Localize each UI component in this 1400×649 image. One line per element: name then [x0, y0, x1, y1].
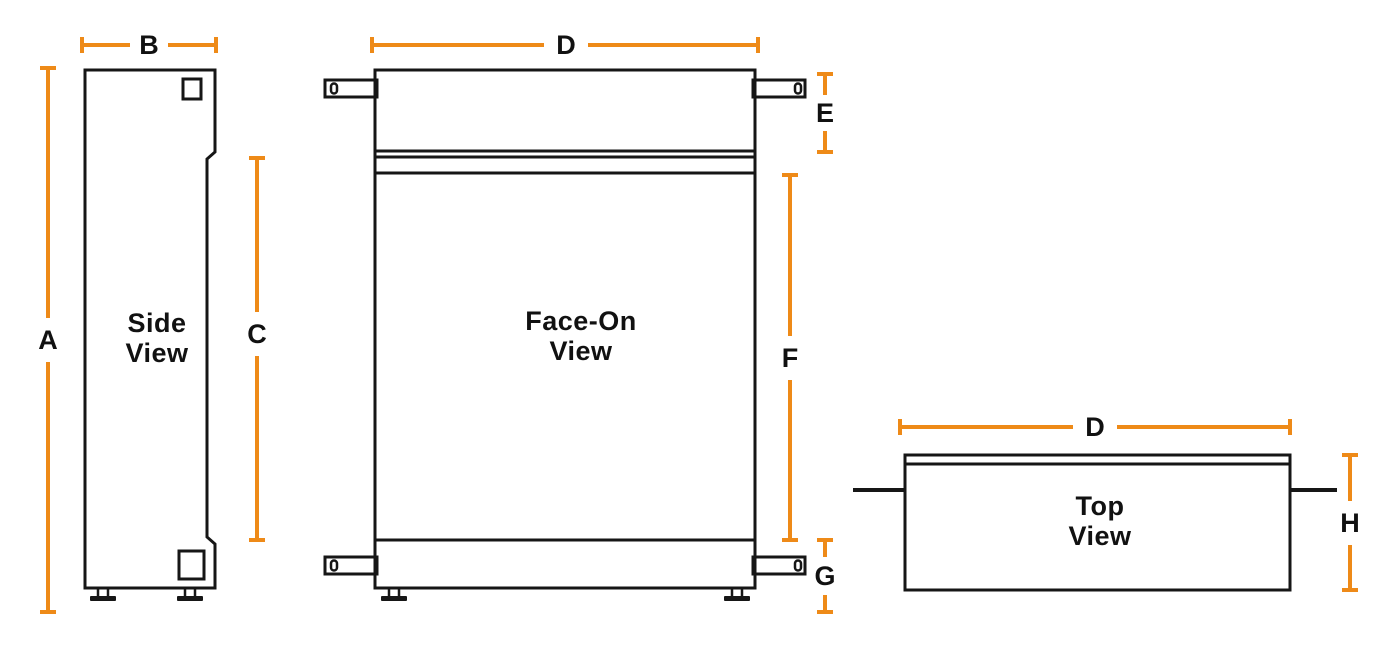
- foot-stem: [387, 588, 401, 596]
- mounting-bracket-top-left: [323, 78, 379, 99]
- foot-stem: [730, 588, 744, 596]
- dimension-e: E: [816, 72, 834, 154]
- dimension-h-label: H: [1340, 508, 1360, 538]
- leveling-foot: [177, 588, 203, 601]
- mounting-bracket-bottom-left: [323, 555, 379, 576]
- leveling-foot: [724, 588, 750, 601]
- dimension-c: C: [247, 156, 267, 542]
- foot-stem: [96, 588, 110, 596]
- dimension-f: F: [782, 173, 799, 542]
- dimension-e-label: E: [816, 98, 834, 128]
- dimension-g: G: [814, 538, 836, 614]
- bracket-outline: [323, 555, 379, 576]
- top-view-title-line1: Top: [1076, 491, 1125, 521]
- face-on-upper-panel-lines: [375, 149, 755, 175]
- dimension-b-line: [80, 37, 218, 53]
- foot-pad: [90, 596, 116, 601]
- dimension-a-label: A: [38, 325, 58, 355]
- dimension-a: A: [38, 66, 58, 614]
- dimension-d-face-label: D: [556, 30, 576, 60]
- foot-pad: [177, 596, 203, 601]
- side-view-title-line2: View: [125, 338, 189, 368]
- bracket-slot: [329, 82, 339, 95]
- bracket-slot: [793, 82, 803, 95]
- face-on-view-title-line2: View: [549, 336, 613, 366]
- dimension-b-label: B: [139, 30, 159, 60]
- side-view-body-outline: [83, 68, 217, 590]
- dimension-d-face-line: [370, 37, 760, 53]
- dimension-d-top: D: [898, 412, 1292, 442]
- bracket-outline: [751, 78, 807, 99]
- top-view-body-outline: [903, 453, 1292, 592]
- foot-pad: [724, 596, 750, 601]
- mounting-bracket-top-right: [751, 78, 807, 99]
- dimension-g-line: [817, 538, 833, 614]
- side-view-bottom-latch: [177, 549, 206, 581]
- dimension-c-label: C: [247, 319, 267, 349]
- dimension-d-face: D: [370, 30, 760, 60]
- dimension-f-label: F: [782, 343, 799, 373]
- dimension-h: H: [1340, 453, 1360, 592]
- foot-stem: [183, 588, 197, 596]
- bracket-outline: [323, 78, 379, 99]
- side-view: Side View: [83, 68, 217, 601]
- bracket-outline: [751, 555, 807, 576]
- side-view-title-line1: Side: [127, 308, 186, 338]
- top-view-title-line2: View: [1068, 521, 1132, 551]
- bracket-slot: [793, 559, 803, 572]
- dimension-g-label: G: [814, 561, 835, 591]
- face-on-view: Face-On View: [323, 68, 807, 601]
- foot-pad: [381, 596, 407, 601]
- dimension-c-line: [249, 156, 265, 542]
- face-on-body-outline: [373, 68, 757, 590]
- face-on-view-title-line1: Face-On: [525, 306, 637, 336]
- side-view-top-latch: [181, 77, 203, 101]
- dimension-a-line: [40, 66, 56, 614]
- dimension-d-top-label: D: [1085, 412, 1105, 442]
- mounting-bracket-bottom-right: [751, 555, 807, 576]
- top-view: Top View: [853, 453, 1337, 592]
- dimension-d-top-line: [898, 419, 1292, 435]
- dimension-f-line: [782, 173, 798, 542]
- leveling-foot: [90, 588, 116, 601]
- dimension-b: B: [80, 30, 218, 60]
- dimension-h-line: [1342, 453, 1358, 592]
- dimension-e-line: [817, 72, 833, 154]
- bracket-slot: [329, 559, 339, 572]
- leveling-foot: [381, 588, 407, 601]
